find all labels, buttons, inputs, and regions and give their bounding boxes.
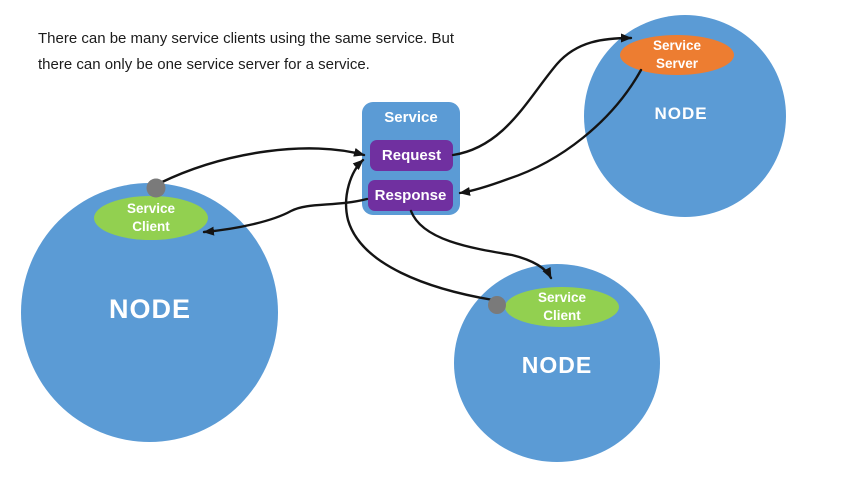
response-box: Response (368, 180, 453, 211)
node-bottom-label: NODE (521, 352, 593, 378)
request-box: Request (370, 140, 453, 171)
node-topright-label: NODE (654, 104, 708, 123)
service-panel-title: Service (384, 109, 438, 126)
service-client-bottom-line1: Service (537, 290, 587, 305)
service-client-left-line1: Service (126, 201, 176, 216)
service-server-line2: Server (655, 56, 699, 71)
service-client-left-line2: Client (132, 219, 170, 234)
service-client-left-oval: Service Client (94, 196, 208, 240)
service-server-line1: Service (652, 38, 702, 53)
caption-line-2: there can only be one service server for… (38, 56, 370, 73)
node-left-label: NODE (108, 294, 191, 324)
service-server-oval: Service Server (620, 35, 734, 75)
caption-line-1: There can be many service clients using … (38, 30, 455, 47)
service-client-bottom-oval: Service Client (505, 287, 619, 327)
service-client-bottom-line2: Client (543, 308, 581, 323)
caption: There can be many service clients using … (38, 26, 498, 78)
arrow-left-client-to-request (158, 147, 366, 185)
